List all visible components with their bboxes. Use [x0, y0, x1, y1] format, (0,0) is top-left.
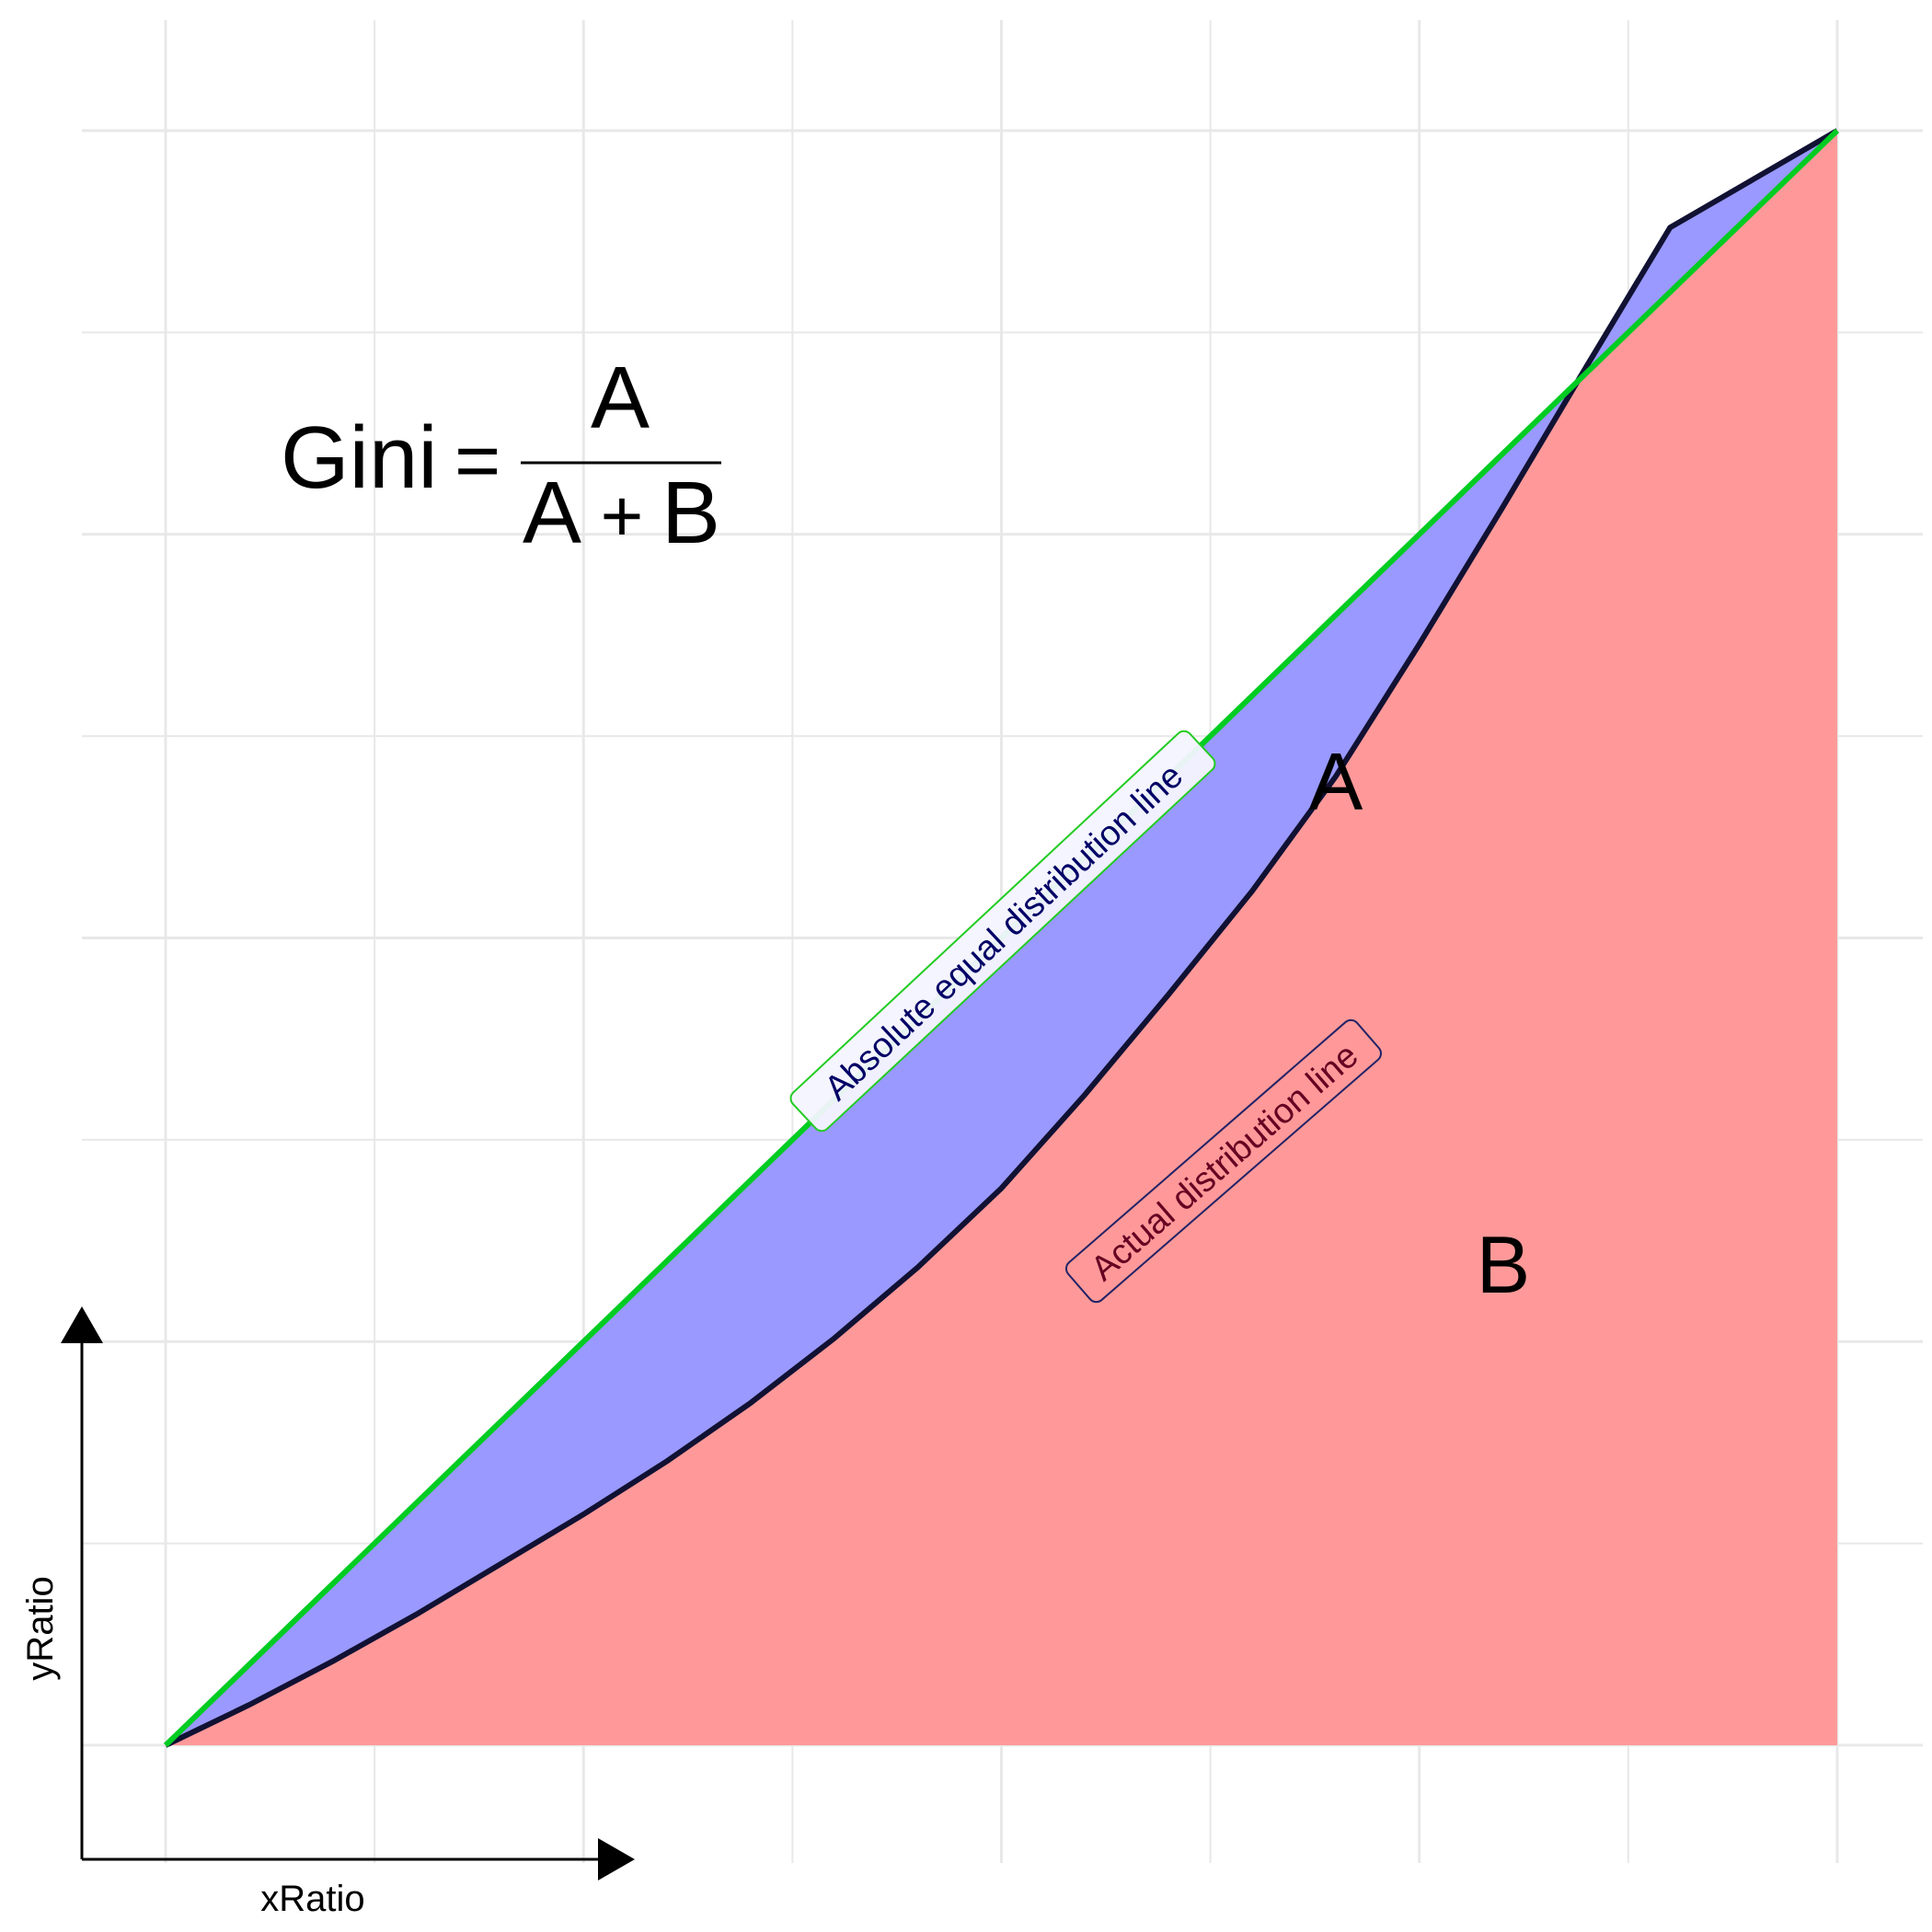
formula-denominator-right: B	[661, 464, 720, 562]
formula-denominator-left: A	[523, 464, 581, 562]
x-axis-arrowhead	[598, 1838, 635, 1880]
y-axis-label: yRatio	[20, 1576, 61, 1680]
actual-line-label-box	[1065, 1018, 1382, 1304]
formula-lhs: Gini	[281, 408, 438, 507]
y-axis-arrowhead	[61, 1306, 103, 1343]
lorenz-line	[164, 128, 1839, 1748]
x-axis-label: xRatio	[260, 1879, 364, 1919]
region-label-b: B	[1477, 1219, 1531, 1310]
formula-equals: =	[454, 417, 500, 505]
gini-formula: Gini = A A + B	[281, 349, 721, 562]
area-b	[166, 131, 1837, 1745]
formula-numerator: A	[591, 349, 650, 447]
region-label-a: A	[1309, 736, 1363, 827]
formula-denominator-operator: +	[601, 475, 644, 557]
axes: xRatio yRatio	[20, 1306, 635, 1919]
equal-line-label-box	[789, 730, 1216, 1133]
